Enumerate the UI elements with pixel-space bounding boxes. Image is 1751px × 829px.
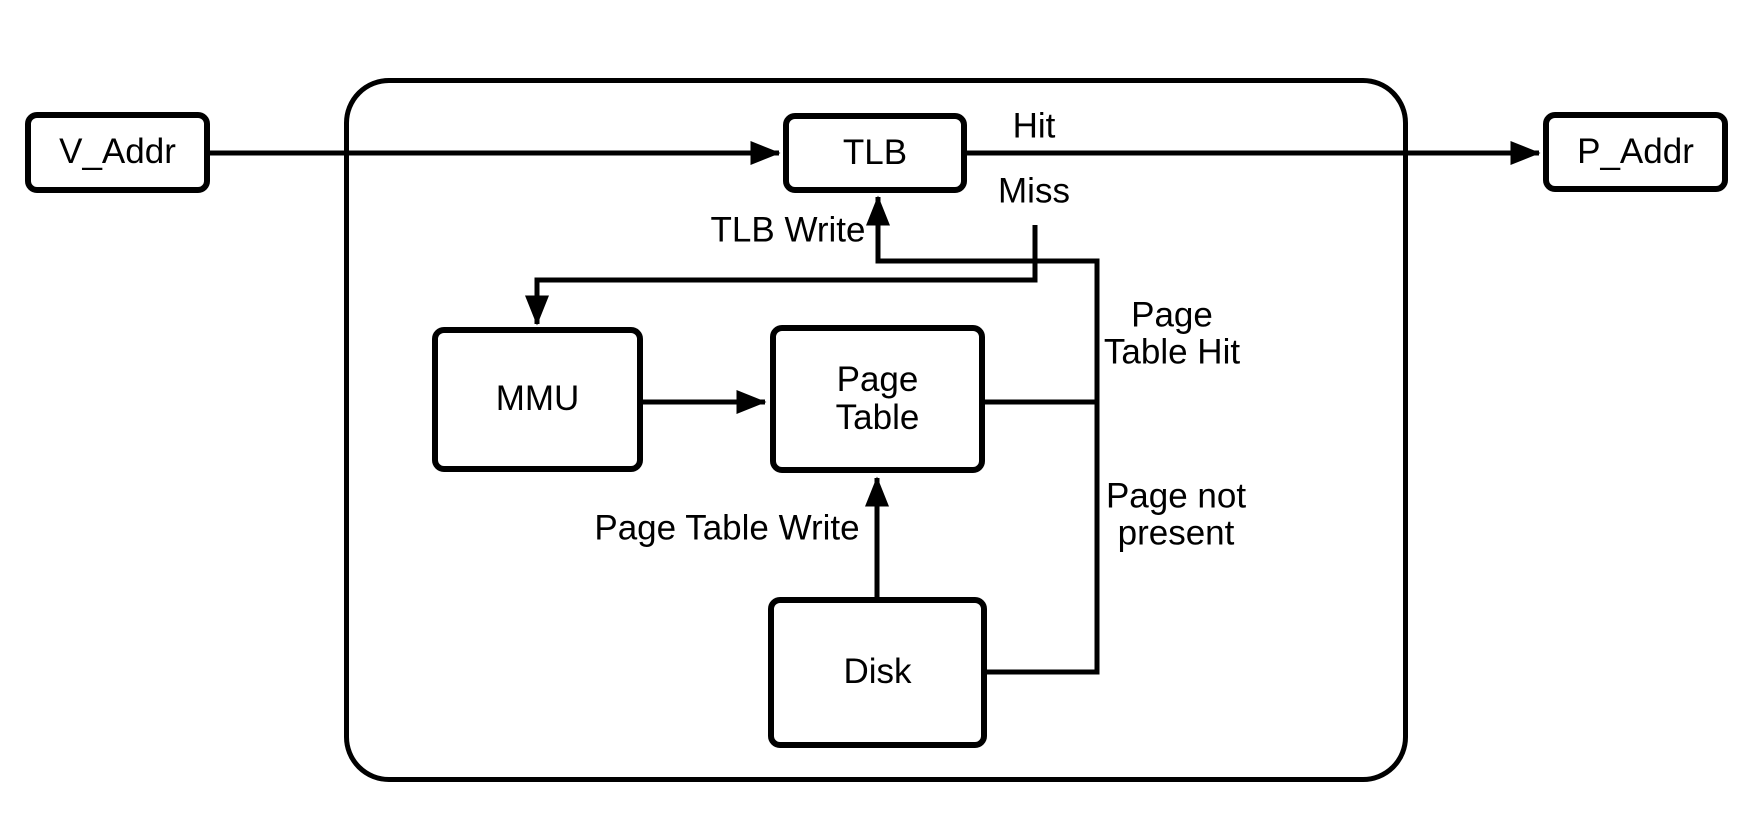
- node-mmu: MMU: [432, 327, 643, 472]
- node-tlb: TLB: [783, 113, 967, 193]
- edge-label-tlb-write: TLB Write: [710, 210, 866, 250]
- node-v-addr: V_Addr: [25, 112, 210, 193]
- edge-label-miss: Miss: [998, 171, 1070, 211]
- edge-label-page-table-hit: Page Table Hit: [1103, 295, 1241, 372]
- node-page-table: Page Table: [770, 325, 985, 473]
- edge-label-page-not-present: Page not present: [1105, 476, 1247, 553]
- edge-label-hit: Hit: [1012, 106, 1056, 146]
- node-disk: Disk: [768, 597, 987, 748]
- edge-label-page-table-write: Page Table Write: [594, 508, 860, 548]
- node-p-addr: P_Addr: [1543, 112, 1728, 192]
- system-boundary: [344, 78, 1408, 782]
- arrow-tlb-write: [866, 195, 1100, 264]
- arrow-miss-to-mmu: [525, 277, 1035, 326]
